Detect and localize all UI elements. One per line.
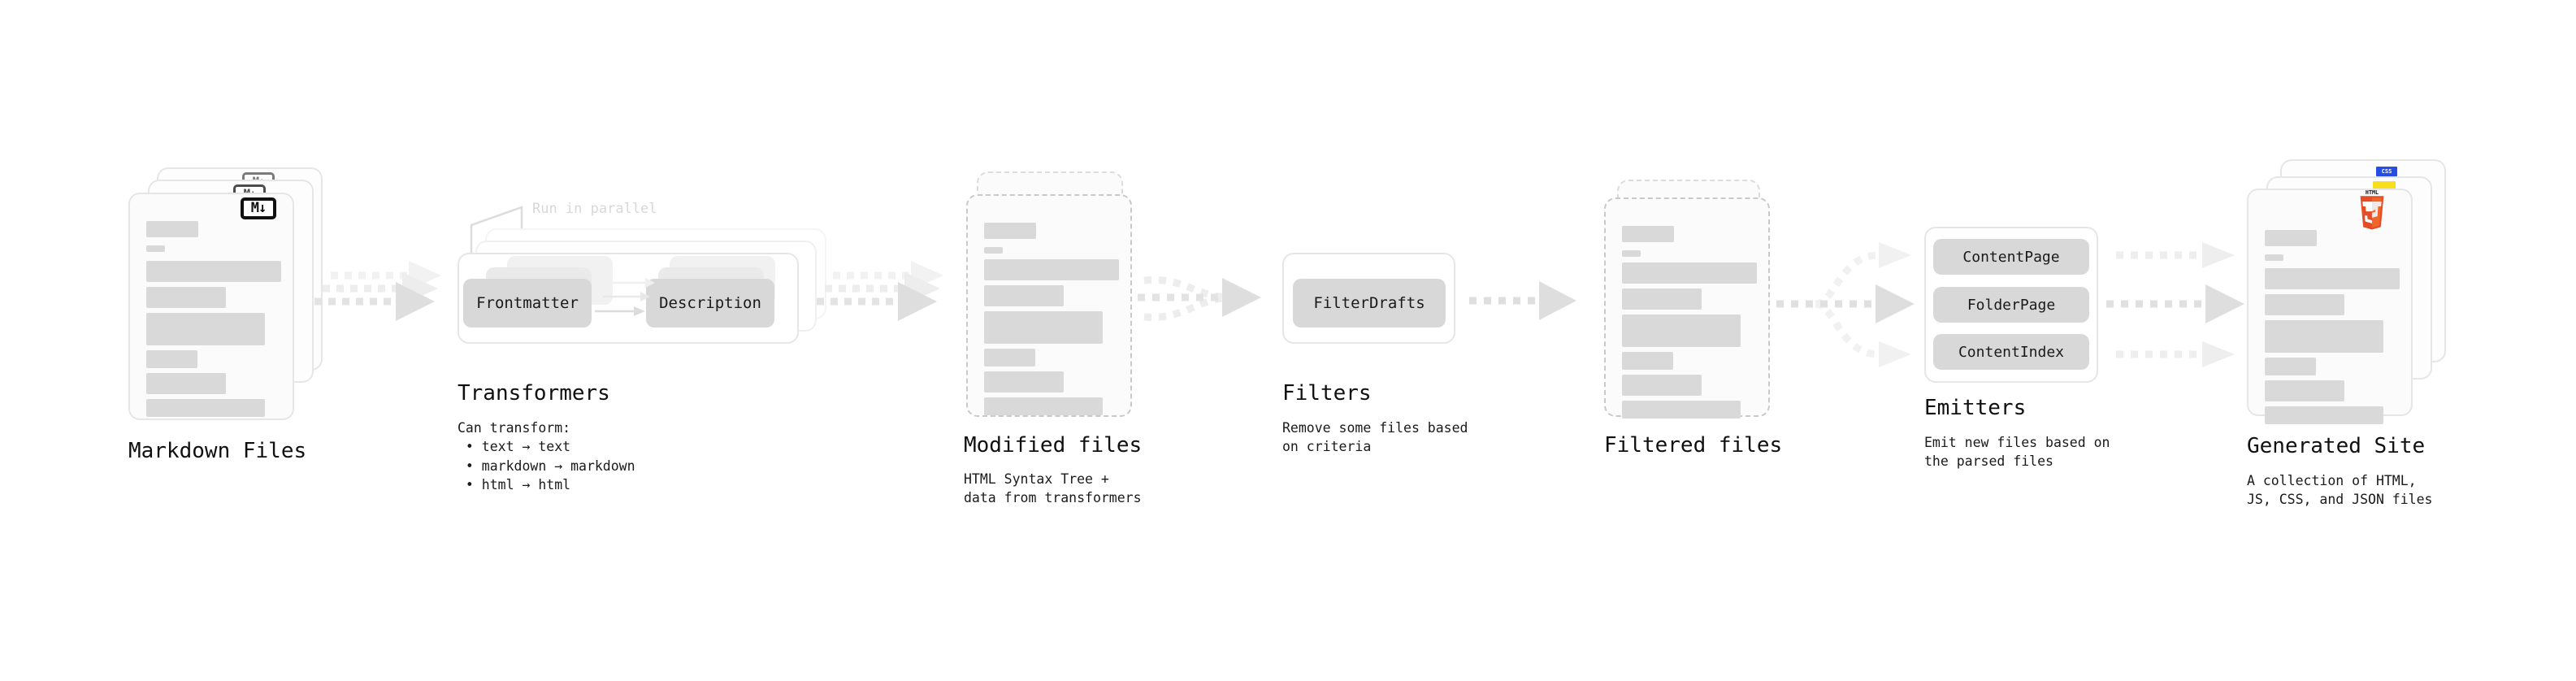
chip-contentpage[interactable]: ContentPage [1933, 239, 2089, 275]
skeleton-line [1622, 401, 1741, 419]
skeleton-line [146, 313, 265, 345]
skeleton-title [146, 221, 198, 237]
stage-subtitle-generated-site: A collection of HTML, JS, CSS, and JSON … [2247, 473, 2433, 508]
skeleton-line [2265, 320, 2383, 353]
connector-md-to-transformers [314, 261, 441, 321]
skeleton-line [984, 397, 1103, 415]
stage-title-generated-site: Generated Site [2247, 434, 2426, 458]
parallel-bracket [470, 206, 523, 254]
skeleton-line [984, 371, 1064, 393]
stage-title-filtered-files: Filtered files [1604, 433, 1783, 458]
skeleton-subtitle [2265, 254, 2283, 261]
skeleton-line [2265, 268, 2400, 289]
css-icon: CSS [2376, 167, 2397, 176]
site-card-front [2247, 189, 2413, 424]
skeleton-line [2265, 406, 2383, 424]
skeleton-line [1622, 352, 1673, 370]
skeleton-line [1622, 314, 1741, 347]
connector-filters-to-filtered [1469, 281, 1576, 320]
skeleton-line [984, 259, 1119, 280]
markdown-card-front [128, 193, 294, 420]
skeleton-line [984, 285, 1064, 306]
chip-contentindex[interactable]: ContentIndex [1933, 334, 2089, 370]
skeleton-subtitle [146, 245, 165, 252]
skeleton-line [1622, 288, 1702, 310]
stage-title-markdown-files: Markdown Files [128, 439, 307, 463]
skeleton-line [146, 399, 265, 417]
skeleton-line [2265, 380, 2344, 401]
stage-title-filters: Filters [1282, 381, 1372, 406]
connector-transformers-to-modified [817, 261, 943, 321]
html5-icon: HTML [2360, 189, 2384, 230]
connector-filtered-to-emitters [1776, 242, 1915, 367]
skeleton-line [1622, 375, 1702, 396]
skeleton-line [146, 261, 281, 282]
skeleton-title [2265, 230, 2317, 246]
stage-subtitle-filters: Remove some files based on criteria [1282, 420, 1468, 455]
svg-text:HTML: HTML [2366, 189, 2379, 196]
skeleton-line [984, 349, 1035, 367]
markdown-icon: M↓ [241, 197, 276, 219]
connector-modified-to-filters [1138, 275, 1261, 321]
skeleton-title [1622, 226, 1674, 242]
connector-emitters-to-site [2106, 242, 2244, 367]
skeleton-subtitle [984, 247, 1003, 254]
stage-subtitle-emitters: Emit new files based on the parsed files [1924, 435, 2110, 470]
skeleton-title [984, 223, 1036, 239]
parallel-label: Run in parallel [532, 201, 657, 217]
skeleton-subtitle [1622, 250, 1641, 257]
chip-description[interactable]: Description [646, 279, 774, 327]
skeleton-line [1622, 262, 1757, 284]
stage-subtitle-modified-files: HTML Syntax Tree + data from transformer… [964, 471, 1142, 506]
skeleton-line [146, 373, 226, 394]
stage-title-modified-files: Modified files [964, 433, 1143, 458]
skeleton-line [2265, 294, 2344, 315]
filtered-card-front [1604, 197, 1770, 419]
skeleton-line [146, 350, 197, 368]
chip-filterdrafts[interactable]: FilterDrafts [1293, 279, 1446, 327]
stage-title-transformers: Transformers [458, 381, 610, 406]
skeleton-line [146, 287, 226, 308]
stage-title-emitters: Emitters [1924, 396, 2027, 420]
stage-subtitle-transformers: Can transform: • text → text • markdown … [458, 420, 635, 493]
inner-transform-arrows [595, 278, 655, 316]
chip-folderpage[interactable]: FolderPage [1933, 287, 2089, 323]
modified-card-front [966, 194, 1132, 417]
chip-frontmatter[interactable]: Frontmatter [463, 279, 592, 327]
skeleton-line [984, 311, 1103, 344]
skeleton-line [2265, 358, 2316, 375]
